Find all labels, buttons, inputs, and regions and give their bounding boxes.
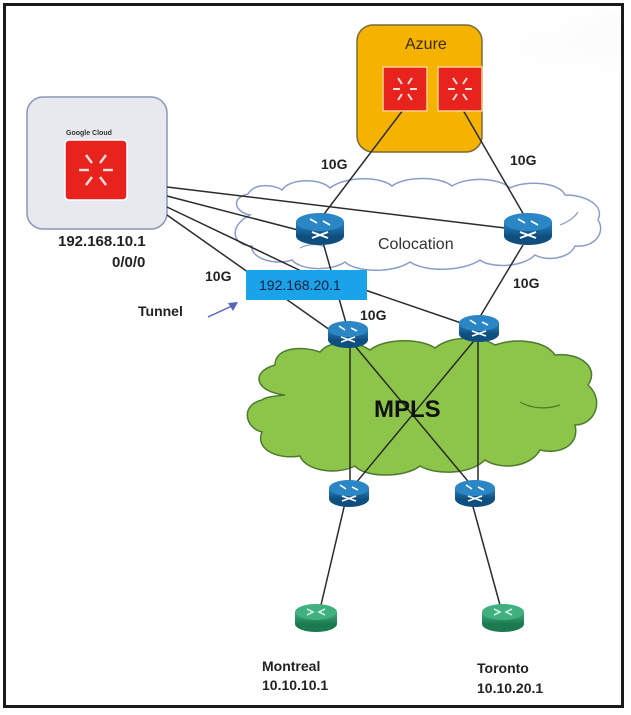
link-label-colo-left-mpls: 10G <box>360 307 387 323</box>
tunnel-endpoint-box <box>246 270 367 300</box>
mpls-label: MPLS <box>374 396 441 423</box>
link-mpls-tl-br <box>349 339 473 487</box>
azure-label: Azure <box>405 36 447 53</box>
link-azure-left-colo-left <box>317 109 404 223</box>
link-label-gcp-tunnel: 10G <box>205 268 232 284</box>
router-montreal[interactable] <box>295 604 337 632</box>
azure-node-icon-1[interactable] <box>382 66 428 112</box>
google-cloud-interface: 0/0/0 <box>112 254 146 271</box>
colocation-label: Colocation <box>378 236 454 253</box>
router-mpls-bottom-right[interactable] <box>455 480 495 507</box>
link-label-azure-left: 10G <box>321 156 348 172</box>
router-mpls-top-right[interactable] <box>459 315 499 342</box>
link-mpls-bl-montreal <box>320 502 346 606</box>
link-azure-right-colo-right <box>462 109 529 223</box>
router-mpls-top-left[interactable] <box>328 321 368 348</box>
link-gcp-colo-right <box>166 186 506 229</box>
site-montreal-ip: 10.10.10.1 <box>262 677 329 693</box>
azure-node-icon-2[interactable] <box>437 66 483 112</box>
link-tunnel-mpls-tr <box>364 289 471 327</box>
site-toronto-name: Toronto <box>477 660 529 676</box>
link-colo-right-mpls-tr <box>477 244 524 321</box>
link-label-colo-right-mpls: 10G <box>513 275 540 291</box>
site-toronto-ip: 10.10.20.1 <box>477 680 544 696</box>
link-gcp-colo-left <box>166 195 299 231</box>
site-montreal-name: Montreal <box>262 658 321 674</box>
tunnel-label: Tunnel <box>138 303 183 319</box>
router-colo-right[interactable] <box>504 213 552 245</box>
google-cloud-node-icon[interactable] <box>64 139 128 201</box>
link-mpls-br-toronto <box>471 502 501 606</box>
router-toronto[interactable] <box>482 604 524 632</box>
tunnel-arrow <box>207 304 235 318</box>
tunnel-endpoint-ip: 192.168.20.1 <box>259 277 341 293</box>
google-cloud-label: Google Cloud <box>66 130 112 137</box>
google-cloud-ip: 192.168.10.1 <box>58 233 146 250</box>
router-colo-left[interactable] <box>296 213 344 245</box>
link-mpls-tr-bl <box>349 335 479 491</box>
link-label-azure-right: 10G <box>510 152 537 168</box>
links <box>166 109 529 606</box>
link-gcp-tunnel-box <box>166 206 321 281</box>
router-mpls-bottom-left[interactable] <box>329 480 369 507</box>
